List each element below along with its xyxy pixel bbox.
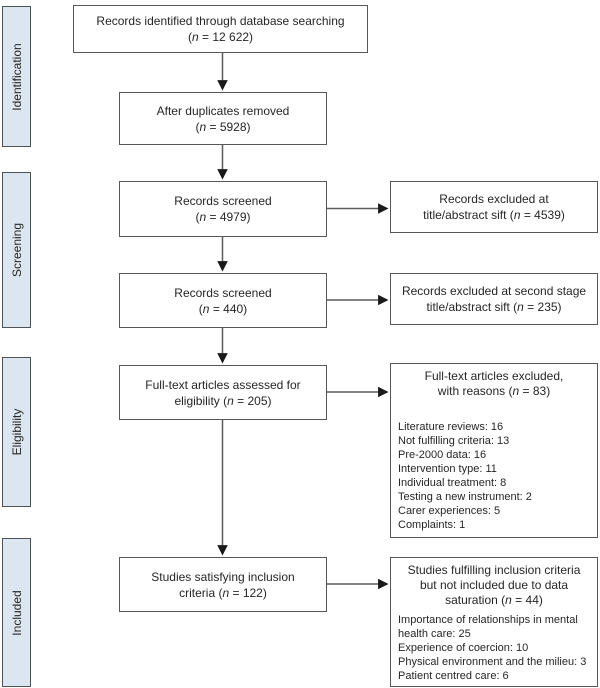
- box-records-identified: Records identified through database sear…: [73, 5, 368, 53]
- stage-identification-label: Identification: [9, 42, 24, 111]
- box-records-screened-2: Records screened(n = 440): [119, 273, 327, 328]
- stage-screening: Screening: [2, 172, 31, 328]
- stage-included-label: Included: [9, 589, 24, 636]
- stage-eligibility-label: Eligibility: [9, 408, 24, 456]
- box-fulltext-excluded: Full-text articles excluded,with reasons…: [390, 363, 598, 538]
- box-records-screened-1: Records screened(n = 4979): [119, 181, 327, 237]
- stage-eligibility: Eligibility: [2, 357, 31, 507]
- stage-identification: Identification: [2, 6, 31, 147]
- stage-screening-label: Screening: [9, 222, 24, 278]
- box-duplicates-removed: After duplicates removed(n = 5928): [119, 92, 327, 145]
- stage-included: Included: [2, 538, 31, 687]
- box-fulltext-excluded-title: Full-text articles excluded,with reasons…: [424, 369, 564, 398]
- saturation-exclusion-reasons: Importance of relationships in mental he…: [398, 614, 587, 682]
